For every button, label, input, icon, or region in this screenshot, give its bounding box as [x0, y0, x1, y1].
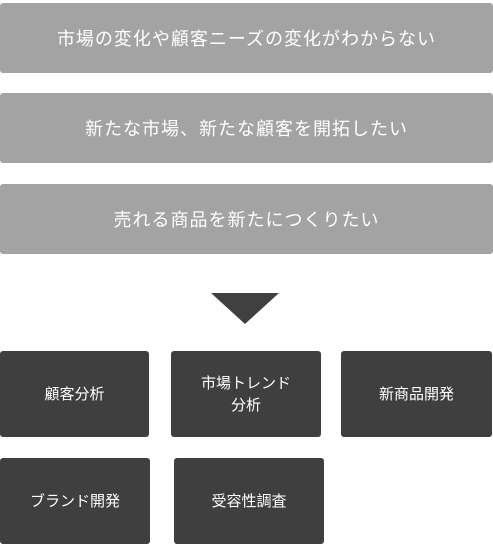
problem-bar-new-market: 新たな市場、新たな顧客を開拓したい — [0, 93, 493, 163]
service-label: 新商品開発 — [378, 385, 454, 403]
service-label: 顧客分析 — [44, 385, 105, 403]
service-box-acceptance-research: 受容性調査 — [174, 458, 324, 544]
problem-text: 新たな市場、新たな顧客を開拓したい — [85, 119, 408, 140]
service-box-customer-analysis: 顧客分析 — [0, 351, 149, 437]
service-label: ブランド開発 — [29, 492, 120, 510]
service-label: 受容性調査 — [211, 492, 287, 510]
problem-bar-market-change: 市場の変化や顧客ニーズの変化がわからない — [0, 3, 493, 73]
problem-text: 売れる商品を新たにつくりたい — [113, 210, 380, 231]
service-label: 市場トレンド — [200, 374, 291, 392]
service-label-line2: 分析 — [230, 396, 261, 414]
down-arrow-icon — [211, 293, 279, 324]
problem-bar-new-product: 売れる商品を新たにつくりたい — [0, 184, 493, 254]
service-box-brand-development: ブランド開発 — [0, 458, 150, 544]
service-box-new-product-development: 新商品開発 — [341, 351, 492, 437]
problem-text: 市場の変化や顧客ニーズの変化がわからない — [56, 29, 437, 50]
service-box-market-trend-analysis: 市場トレンド 分析 — [171, 351, 321, 437]
